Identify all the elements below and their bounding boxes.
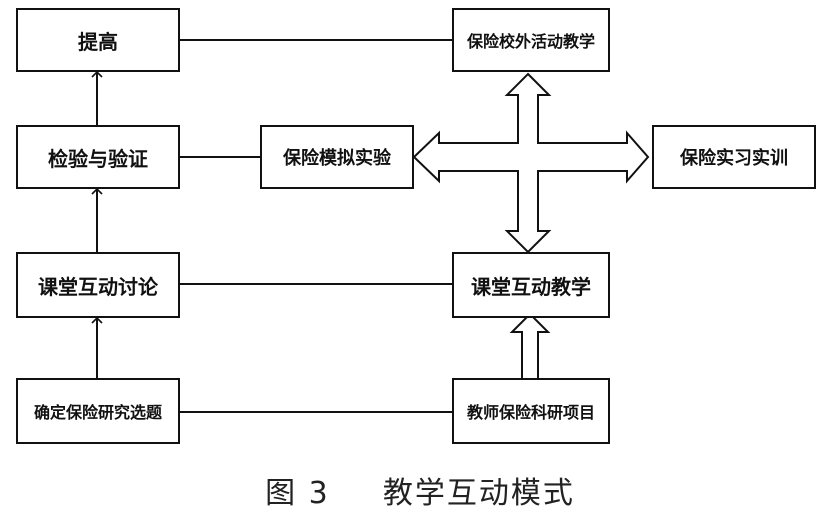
- figure-caption: 图 3 教学互动模式: [0, 468, 840, 512]
- node-improve-label: 提高: [78, 29, 118, 54]
- node-teacher-research: 教师保险科研项目: [452, 378, 610, 444]
- node-topic-selection-label: 确定保险研究选题: [33, 403, 162, 422]
- node-internship-training: 保险实习实训: [652, 125, 816, 189]
- node-offcampus-teaching: 保险校外活动教学: [452, 8, 610, 72]
- node-inspect-verify: 检验与验证: [16, 125, 180, 189]
- node-topic-selection: 确定保险研究选题: [16, 378, 180, 444]
- node-class-discussion: 课堂互动讨论: [16, 252, 180, 318]
- four-way-hollow-arrow: [412, 72, 650, 254]
- node-improve: 提高: [16, 8, 180, 72]
- double-line-up-arrow: [509, 312, 551, 378]
- node-inspect-verify-label: 检验与验证: [48, 146, 148, 171]
- node-teacher-research-label: 教师保险科研项目: [466, 403, 595, 422]
- node-class-discussion-label: 课堂互动讨论: [38, 274, 158, 299]
- diagram-connectors: [91, 39, 650, 413]
- node-interactive-teaching: 课堂互动教学: [452, 252, 610, 318]
- figure-title: 教学互动模式: [382, 476, 575, 511]
- node-internship-training-label: 保险实习实训: [680, 148, 788, 169]
- node-simulation-experiment: 保险模拟实验: [260, 125, 414, 189]
- figure-number: 图 3: [265, 476, 330, 511]
- node-interactive-teaching-label: 课堂互动教学: [471, 274, 591, 299]
- node-offcampus-teaching-label: 保险校外活动教学: [466, 32, 595, 51]
- node-simulation-experiment-label: 保险模拟实验: [283, 148, 391, 169]
